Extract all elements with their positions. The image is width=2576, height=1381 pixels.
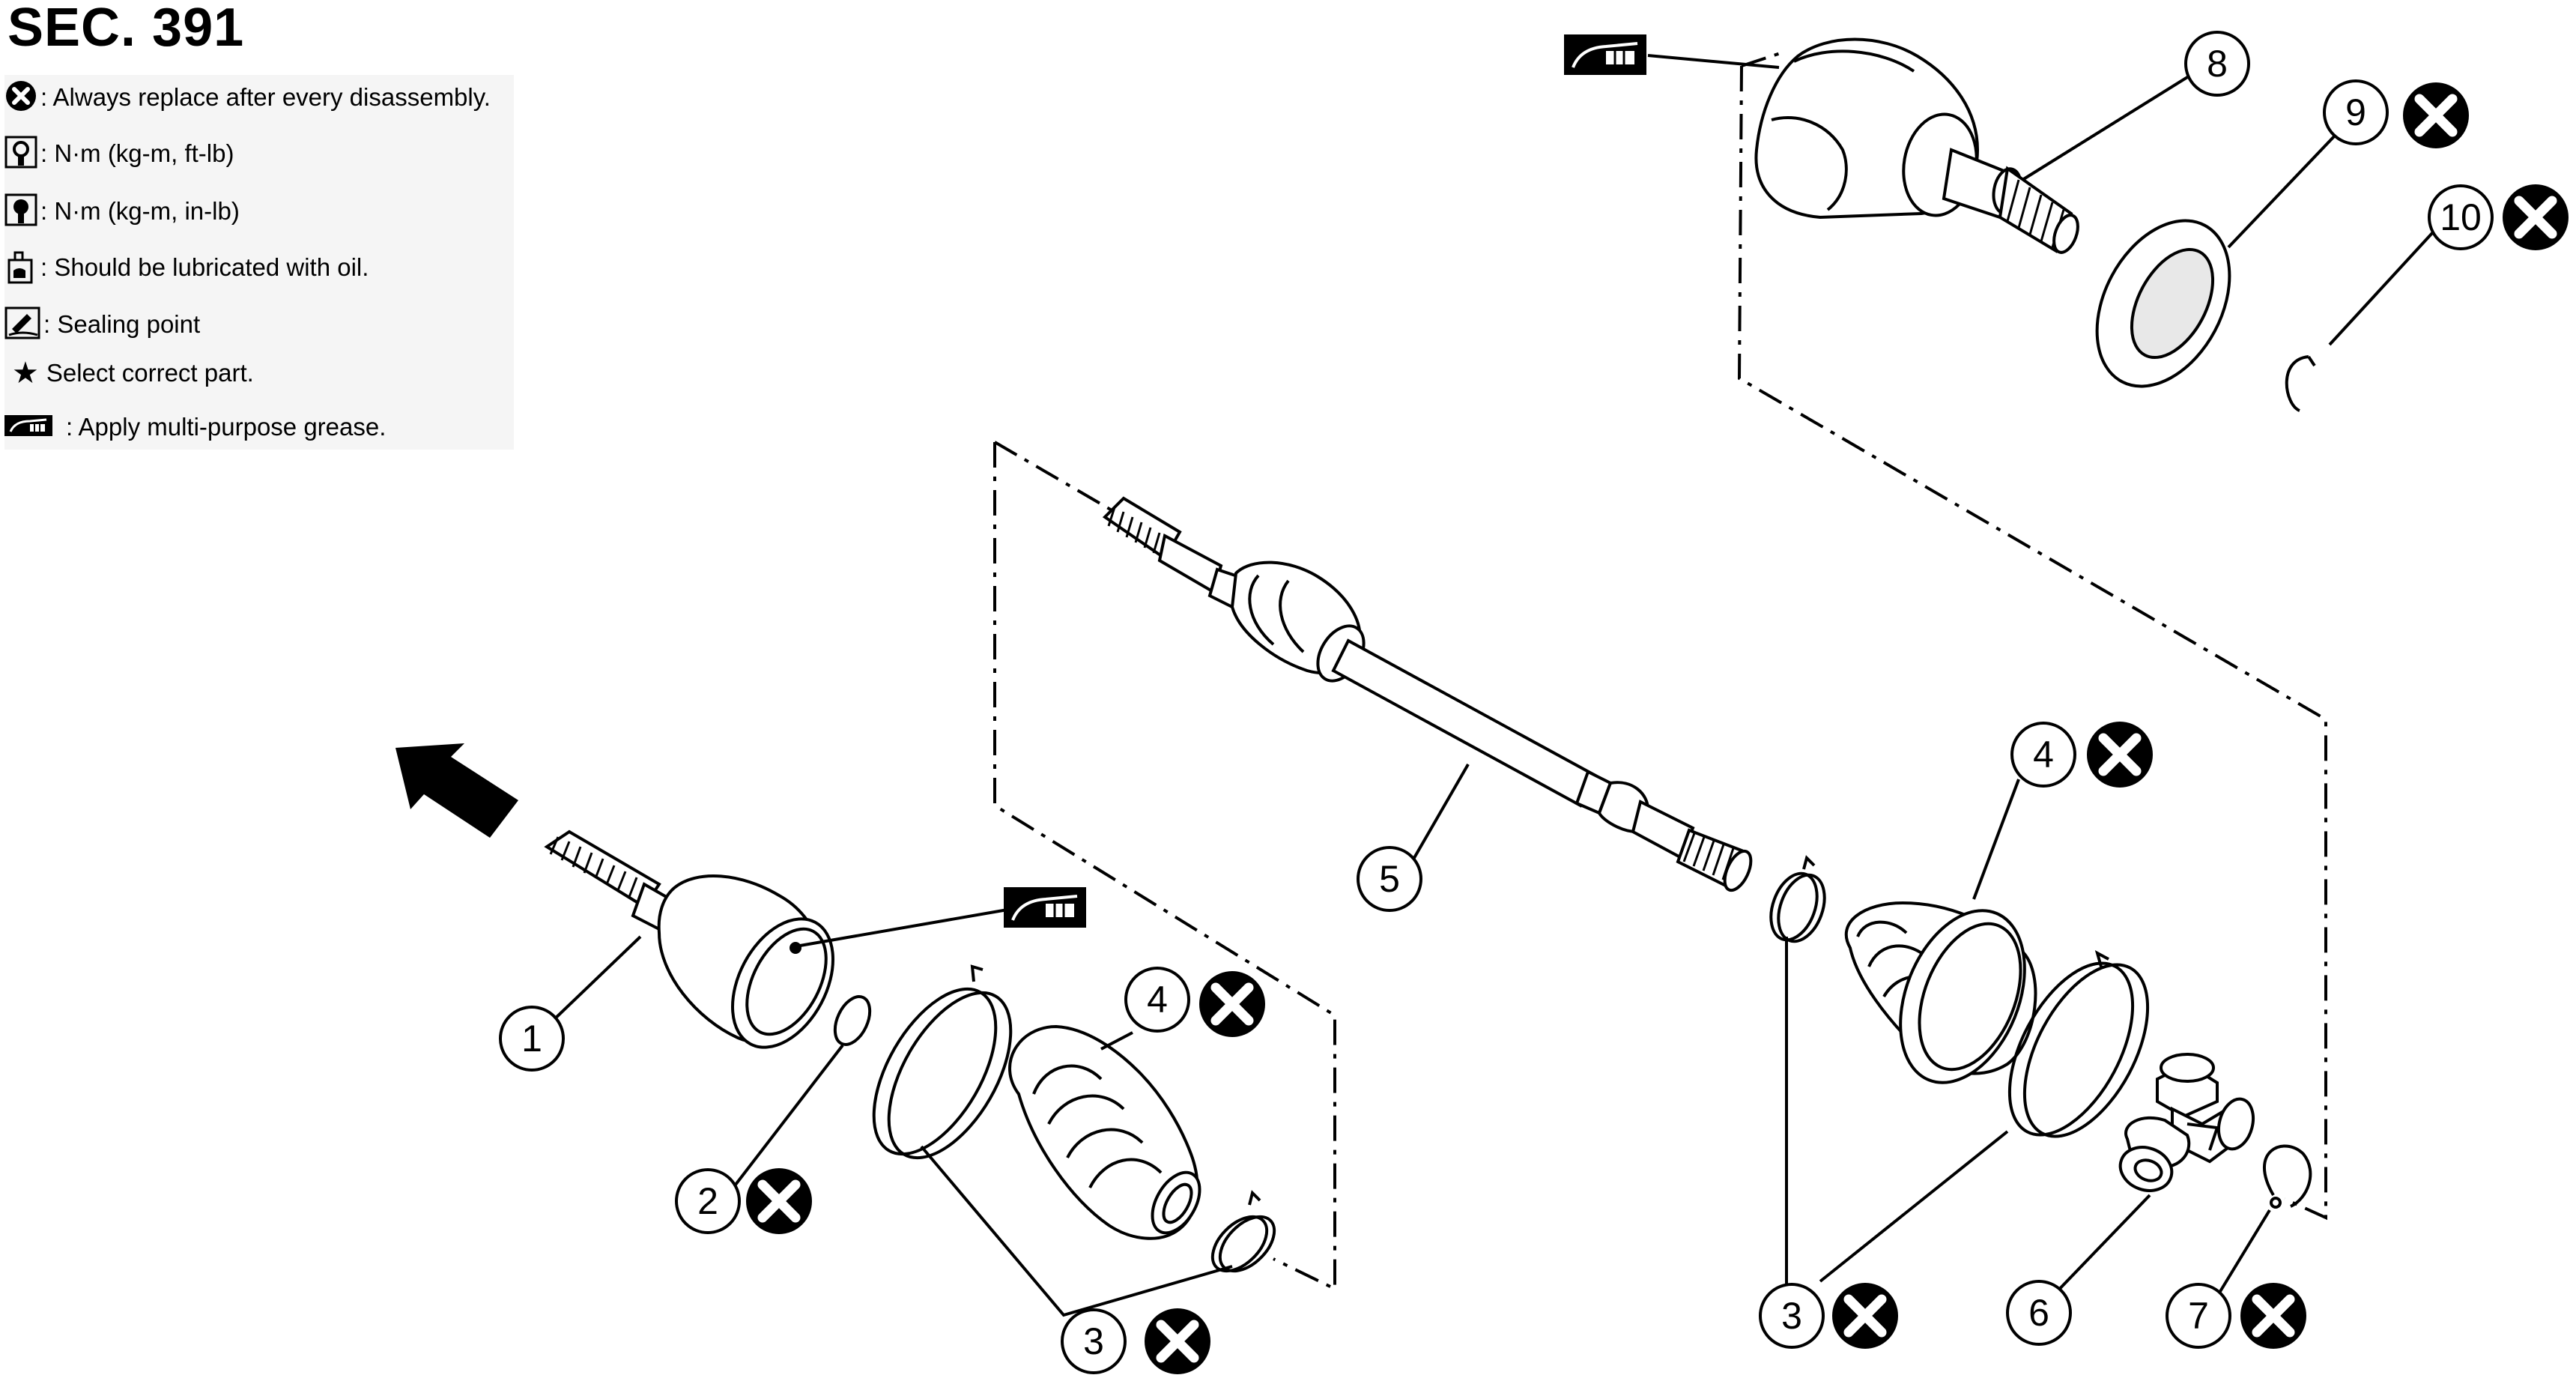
callout-7: 7 — [2166, 1283, 2306, 1349]
replace-x-icon — [2087, 722, 2153, 788]
svg-text:4: 4 — [1147, 979, 1168, 1021]
outboard-joint — [544, 829, 834, 1049]
replace-x-icon — [2403, 82, 2469, 148]
drive-shaft — [1102, 496, 1753, 892]
replace-x-icon — [746, 1168, 812, 1234]
boot-band-inboard-large — [2007, 950, 2150, 1138]
svg-text:7: 7 — [2188, 1295, 2209, 1337]
legend: : Always replace after every disassembly… — [4, 75, 514, 450]
svg-text:9: 9 — [2345, 91, 2366, 133]
boot-band-outboard-large — [872, 964, 1013, 1160]
callout-6: 6 — [2006, 1280, 2072, 1346]
legend-row: : N·m (kg-m, in-lb) — [4, 189, 240, 234]
legend-row: : N·m (kg-m, ft-lb) — [4, 131, 234, 176]
boot-inboard — [1844, 901, 2037, 1084]
legend-row: : Sealing point — [4, 302, 200, 347]
svg-text:3: 3 — [1781, 1295, 1802, 1337]
legend-text: : N·m (kg-m, ft-lb) — [40, 139, 234, 167]
boot-band-outboard-small — [1210, 1190, 1276, 1273]
torque-wrench-icon — [4, 136, 37, 172]
assembly-outline-outboard — [993, 442, 1336, 1292]
svg-text:1: 1 — [521, 1018, 542, 1060]
callout-10: 10 — [2428, 184, 2569, 250]
star-icon: ★ — [12, 357, 39, 390]
legend-row: : Always replace after every disassembly… — [4, 75, 491, 120]
legend-row: : Should be lubricated with oil. — [4, 245, 369, 290]
svg-text:4: 4 — [2033, 734, 2054, 776]
svg-text:6: 6 — [2028, 1292, 2049, 1334]
callout-8: 8 — [2184, 31, 2250, 97]
legend-text: : Sealing point — [43, 310, 201, 338]
callout-4-inboard: 4 — [2010, 722, 2153, 788]
grease-gun-icon — [1563, 33, 1648, 76]
replace-x-icon — [2240, 1283, 2306, 1349]
callout-4-outboard: 4 — [1124, 968, 1265, 1037]
legend-text: : Apply multi-purpose grease. — [66, 413, 387, 441]
callout-9: 9 — [2323, 81, 2469, 148]
oil-can-icon — [4, 248, 37, 288]
legend-row: ★ Select correct part. — [4, 351, 254, 396]
dust-shield-9 — [2095, 219, 2231, 388]
legend-text: : Always replace after every disassembly… — [40, 83, 491, 111]
grease-gun-icon — [4, 414, 52, 441]
torque-wrench-filled-icon — [4, 193, 37, 230]
spider-assembly — [2118, 1053, 2255, 1192]
callout-2: 2 — [675, 1168, 812, 1234]
callout-1: 1 — [499, 1006, 565, 1072]
svg-text:8: 8 — [2207, 43, 2228, 85]
replace-x-icon — [1199, 971, 1265, 1037]
leader-lines — [549, 54, 2434, 1317]
legend-row: : Apply multi-purpose grease. — [4, 405, 386, 450]
replace-x-icon — [4, 79, 37, 116]
svg-text:3: 3 — [1083, 1320, 1104, 1362]
inboard-housing — [1754, 37, 2079, 254]
legend-text: Select correct part. — [46, 359, 254, 387]
legend-text: : Should be lubricated with oil. — [40, 253, 369, 281]
snap-ring-7 — [2263, 1144, 2312, 1209]
replace-x-icon — [2503, 184, 2569, 250]
legend-text: : N·m (kg-m, in-lb) — [40, 197, 240, 225]
grease-gun-icon — [1002, 886, 1088, 929]
boot-band-inboard-small — [1769, 855, 1826, 943]
replace-x-icon — [1832, 1283, 1898, 1349]
callout-3-outboard: 3 — [1061, 1308, 1210, 1374]
sealing-point-icon — [4, 306, 40, 343]
svg-text:10: 10 — [2440, 196, 2482, 238]
circlip-2 — [833, 995, 872, 1046]
section-title: SEC. 391 — [7, 0, 245, 58]
circular-clip-10 — [2285, 355, 2316, 412]
vehicle-front-arrow-icon — [396, 743, 518, 838]
callout-3-inboard: 3 — [1759, 1283, 1898, 1349]
svg-text:2: 2 — [697, 1180, 718, 1222]
boot-outboard — [1008, 1024, 1201, 1240]
svg-text:5: 5 — [1379, 858, 1400, 900]
callout-5: 5 — [1357, 846, 1422, 912]
replace-x-icon — [1145, 1308, 1210, 1374]
